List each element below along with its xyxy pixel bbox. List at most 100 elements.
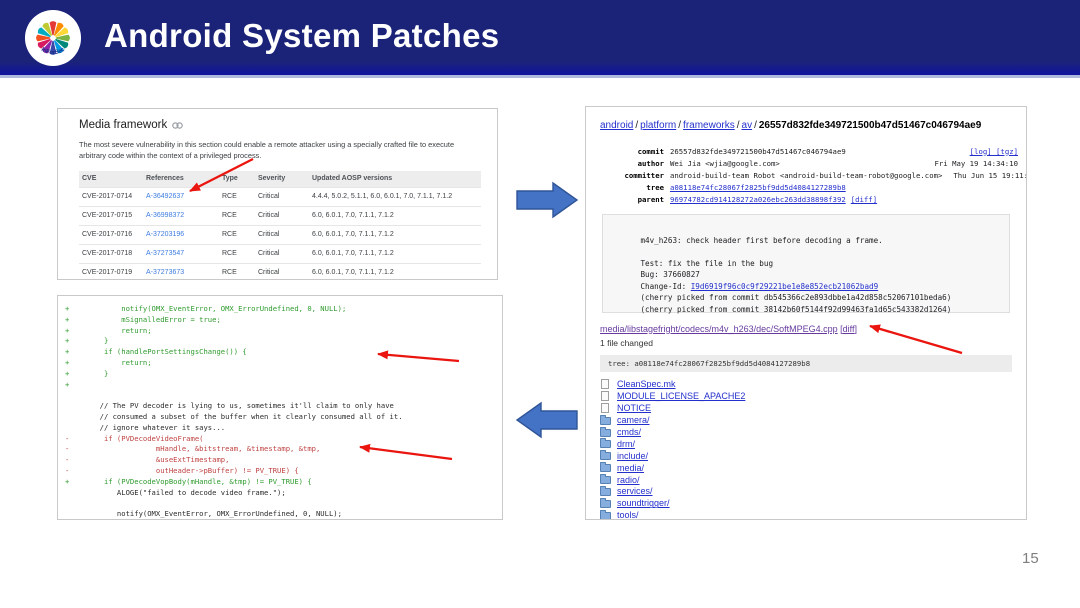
message-text: Change-Id: xyxy=(640,281,691,291)
cve-id: CVE-2017-0718 xyxy=(82,250,133,258)
meta-right-text[interactable]: [log] [tgz] xyxy=(969,146,1018,156)
cve-aosp-versions: 6.0, 6.0.1, 7.0, 7.1.1, 7.1.2 xyxy=(312,269,394,277)
tree-entry-link[interactable]: services/ xyxy=(617,486,653,497)
tree-entry-link[interactable]: media/ xyxy=(617,462,645,473)
tree-entry-link[interactable]: soundtrigger/ xyxy=(617,498,670,509)
breadcrumb-item[interactable]: platform xyxy=(640,120,683,131)
cve-reference-link[interactable]: A-36998372 xyxy=(146,212,185,220)
tree-entry-icon xyxy=(600,462,611,473)
cve-type: RCE xyxy=(222,231,237,239)
cve-type: RCE xyxy=(222,212,237,220)
bulletin-description: The most severe vulnerability in this se… xyxy=(79,140,455,161)
cve-reference-link[interactable]: A-37273673 xyxy=(146,269,185,277)
breadcrumb-item[interactable]: android xyxy=(600,120,640,131)
code-line: // consumed a subset of the buffer when … xyxy=(65,411,403,421)
message-text: Test: fix the file in the bug xyxy=(640,258,774,268)
commit-message-line: m4v_h263: check header first before deco… xyxy=(613,223,999,245)
code-line: + if (handlePortSettingsChange()) { xyxy=(65,347,247,357)
cve-type: RCE xyxy=(222,269,237,277)
anchor-link-icon[interactable] xyxy=(172,121,184,129)
changed-file-row: media/libstagefright/codecs/m4v_h263/dec… xyxy=(600,324,1018,334)
meta-value[interactable]: 96974782cd914128272a026ebc263dd38898f392 xyxy=(670,194,846,204)
tree-entry-icon xyxy=(600,474,611,485)
commit-meta-row: committer android-build-team Robot <andr… xyxy=(600,169,1026,181)
tree-entry-icon xyxy=(600,426,611,437)
cve-severity: Critical xyxy=(258,269,280,277)
cve-severity: Critical xyxy=(258,193,280,201)
breadcrumb-item[interactable]: frameworks xyxy=(683,120,741,131)
tree-entry-row: soundtrigger/ xyxy=(600,497,1018,509)
meta-diff-link[interactable]: [diff] xyxy=(850,194,878,204)
tree-entry-link[interactable]: MODULE_LICENSE_APACHE2 xyxy=(617,391,746,402)
cve-table-body: CVE-2017-0714 A-36492637 RCE Critical 4.… xyxy=(79,186,481,279)
cve-severity: Critical xyxy=(258,250,280,258)
meta-value[interactable]: a08118e74fc28067f2825bf9dd5d4084127289b8 xyxy=(670,182,846,192)
commit-message: m4v_h263: check header first before deco… xyxy=(602,214,1010,314)
changed-file-link[interactable]: media/libstagefright/codecs/m4v_h263/dec… xyxy=(600,323,838,334)
file-tree: CleanSpec.mk MODULE_LICENSE_APACHE2 NOTI… xyxy=(600,379,1018,520)
tree-entry-row: drm/ xyxy=(600,438,1018,450)
header-bar: InForSec Android System Patches xyxy=(0,0,1080,78)
meta-value[interactable]: 26557d832fde349721500b47d51467c046794ae9 xyxy=(670,146,846,156)
commit-message-line: (cherry picked from commit db545366c2e89… xyxy=(613,281,999,302)
column-header: Type xyxy=(222,175,238,183)
cve-reference-link[interactable]: A-36492637 xyxy=(146,193,185,201)
cve-id: CVE-2017-0714 xyxy=(82,193,133,201)
tree-entry-link[interactable]: cmds/ xyxy=(617,427,642,437)
inforsec-logo: InForSec xyxy=(24,9,82,67)
tree-entry-link[interactable]: NOTICE xyxy=(617,403,652,414)
gitiles-commit-panel: androidplatformframeworksav26557d832fde3… xyxy=(585,106,1027,520)
meta-label: parent xyxy=(637,194,664,204)
meta-label: tree xyxy=(646,182,664,192)
svg-text:InForSec: InForSec xyxy=(40,46,67,56)
cve-aosp-versions: 4.4.4, 5.0.2, 5.1.1, 6.0, 6.0.1, 7.0, 7.… xyxy=(312,193,453,201)
tree-entry-row: CleanSpec.mk xyxy=(600,379,1018,391)
cve-aosp-versions: 6.0, 6.0.1, 7.0, 7.1.1, 7.1.2 xyxy=(312,250,394,258)
breadcrumb-item[interactable]: av xyxy=(742,120,759,131)
tree-entry-icon xyxy=(600,438,611,449)
code-line: + if (PVDecodeVopBody(mHandle, &tmp) != … xyxy=(65,476,312,486)
cve-id: CVE-2017-0715 xyxy=(82,212,133,220)
cve-type: RCE xyxy=(222,193,237,201)
cve-id: CVE-2017-0719 xyxy=(82,269,133,277)
tree-entry-row: NOTICE xyxy=(600,402,1018,414)
code-line: - if (PVDecodeVideoFrame( xyxy=(65,433,204,443)
commit-meta-row: commit 26557d832fde349721500b47d51467c04… xyxy=(600,145,1018,157)
code-line: + } xyxy=(65,368,109,378)
cve-severity: Critical xyxy=(258,231,280,239)
commit-message-line: Change-Id: I9d6919f96c0c9f29221be1e8e852… xyxy=(613,269,999,291)
tree-entry-link[interactable]: camera/ xyxy=(617,415,650,426)
tree-entry-link[interactable]: drm/ xyxy=(617,438,635,449)
meta-value[interactable]: android-build-team Robot <android-build-… xyxy=(670,170,943,180)
column-header: References xyxy=(146,175,184,183)
tree-entry-link[interactable]: radio/ xyxy=(617,474,640,485)
tree-entry-link[interactable]: tools/ xyxy=(617,510,639,520)
tree-entry-link[interactable]: include/ xyxy=(617,450,649,461)
code-line xyxy=(65,498,502,509)
cve-type: RCE xyxy=(222,250,237,258)
change-id-link[interactable]: I9d6919f96c0c9f29221be1e8e852ecb21062bad… xyxy=(690,281,879,291)
meta-label: commit xyxy=(637,146,664,156)
breadcrumb-item[interactable]: 26557d832fde349721500b47d51467c046794ae9 xyxy=(758,120,982,131)
bulletin-section-heading: Media framework xyxy=(79,119,481,131)
code-line: + return; xyxy=(65,357,152,367)
slide-title: Android System Patches xyxy=(104,17,500,54)
flow-arrow-right-icon xyxy=(516,181,579,219)
meta-right-text[interactable]: Thu Jun 15 19:11:52 xyxy=(953,170,1026,180)
cve-reference-link[interactable]: A-37203196 xyxy=(146,231,185,239)
table-row: CVE-2017-0715 A-36998372 RCE Critical 6.… xyxy=(79,205,481,225)
meta-right-text[interactable]: Fri May 19 14:34:10 xyxy=(934,158,1018,168)
files-changed-count: 1 file changed xyxy=(600,337,653,348)
meta-value[interactable]: Wei Jia <wjia@google.com> xyxy=(670,158,780,168)
commit-meta-row: author Wei Jia <wjia@google.com> Fri May… xyxy=(600,157,1018,169)
code-line: + notify(OMX_EventError, OMX_ErrorUndefi… xyxy=(65,304,347,313)
commit-metadata: commit 26557d832fde349721500b47d51467c04… xyxy=(600,145,1026,205)
message-text: (cherry picked from commit 38142b60f5144… xyxy=(640,304,952,314)
tree-entry-link[interactable]: CleanSpec.mk xyxy=(617,379,676,390)
code-line: notify(OMX_EventError, OMX_ErrorUndefine… xyxy=(65,509,342,519)
diff-link[interactable]: [diff] xyxy=(840,323,858,334)
cve-reference-link[interactable]: A-37273547 xyxy=(146,250,185,258)
tree-entry-icon xyxy=(600,414,611,425)
